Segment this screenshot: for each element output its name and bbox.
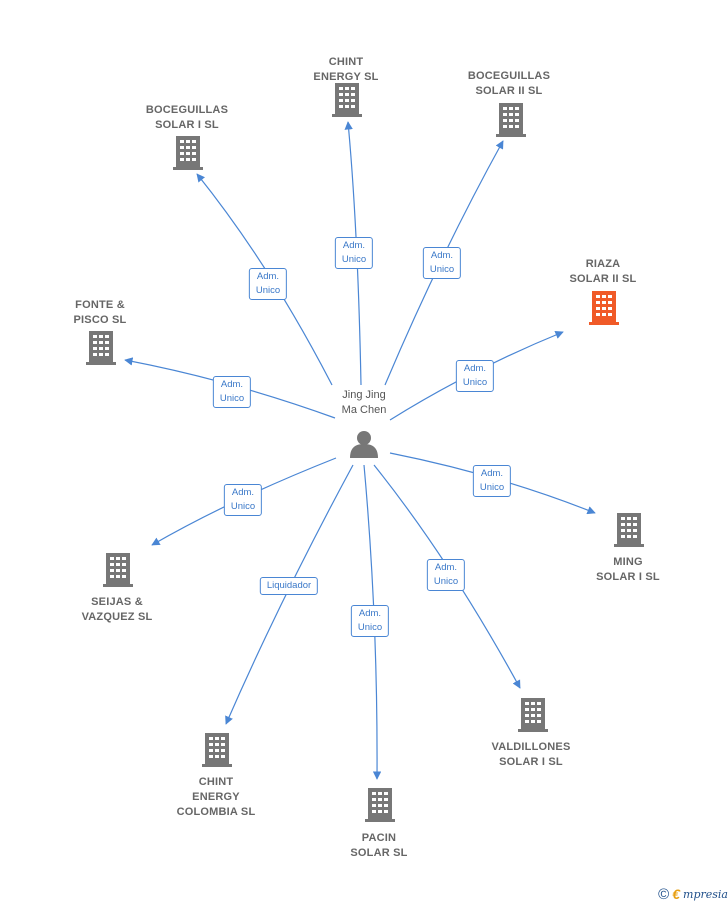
building-icon[interactable] <box>496 103 526 137</box>
company-label-seijas-vazquez[interactable]: SEIJAS & VAZQUEZ SL <box>81 596 153 623</box>
role-badge-riaza-solar-ii: Adm. Unico <box>455 360 495 392</box>
role-badge-chint-energy-colombia: Liquidador <box>259 577 319 595</box>
building-icon[interactable] <box>614 513 644 547</box>
company-label-boceguillas-solar-ii[interactable]: BOCEGUILLAS SOLAR II SL <box>467 70 551 97</box>
building-icon[interactable] <box>518 698 548 732</box>
footer-brand: © €mpresia <box>658 885 728 903</box>
role-badge-ming-solar-i: Adm. Unico <box>472 465 512 497</box>
brand-logo-text: mpresia <box>683 887 728 901</box>
building-icon[interactable] <box>365 788 395 822</box>
company-label-chint-energy-colombia[interactable]: CHINT ENERGY COLOMBIA SL <box>176 776 256 818</box>
brand-logo-initial: € <box>672 886 681 902</box>
role-badge-chint-energy: Adm. Unico <box>334 237 374 269</box>
person-name[interactable]: Jing Jing Ma Chen <box>341 389 387 416</box>
role-badge-fonte-pisco: Adm. Unico <box>212 376 252 408</box>
icons-layer <box>86 83 644 822</box>
building-icon[interactable] <box>103 553 133 587</box>
building-icon[interactable] <box>202 733 232 767</box>
copyright-symbol: © <box>658 885 670 903</box>
company-label-riaza-solar-ii[interactable]: RIAZA SOLAR II SL <box>569 258 637 285</box>
company-label-fonte-pisco[interactable]: FONTE & PISCO SL <box>73 299 127 326</box>
company-label-valdillones-solar-i[interactable]: VALDILLONES SOLAR I SL <box>491 741 571 768</box>
role-badge-boceguillas-solar-i: Adm. Unico <box>248 268 288 300</box>
edge-chint-energy-colombia <box>225 464 354 725</box>
company-label-boceguillas-solar-i[interactable]: BOCEGUILLAS SOLAR I SL <box>145 104 229 131</box>
building-icon[interactable] <box>589 291 619 325</box>
role-badge-pacin-solar: Adm. Unico <box>350 605 390 637</box>
role-badge-valdillones-solar-i: Adm. Unico <box>426 559 466 591</box>
role-badge-seijas-vazquez: Adm. Unico <box>223 484 263 516</box>
building-icon[interactable] <box>173 136 203 170</box>
company-label-ming-solar-i[interactable]: MING SOLAR I SL <box>596 556 660 583</box>
building-icon[interactable] <box>86 331 116 365</box>
company-label-chint-energy[interactable]: CHINT ENERGY SL <box>313 56 379 83</box>
company-label-pacin-solar[interactable]: PACIN SOLAR SL <box>350 832 408 859</box>
person-icon[interactable] <box>350 431 378 458</box>
building-icon[interactable] <box>332 83 362 117</box>
role-badge-boceguillas-solar-ii: Adm. Unico <box>422 247 462 279</box>
